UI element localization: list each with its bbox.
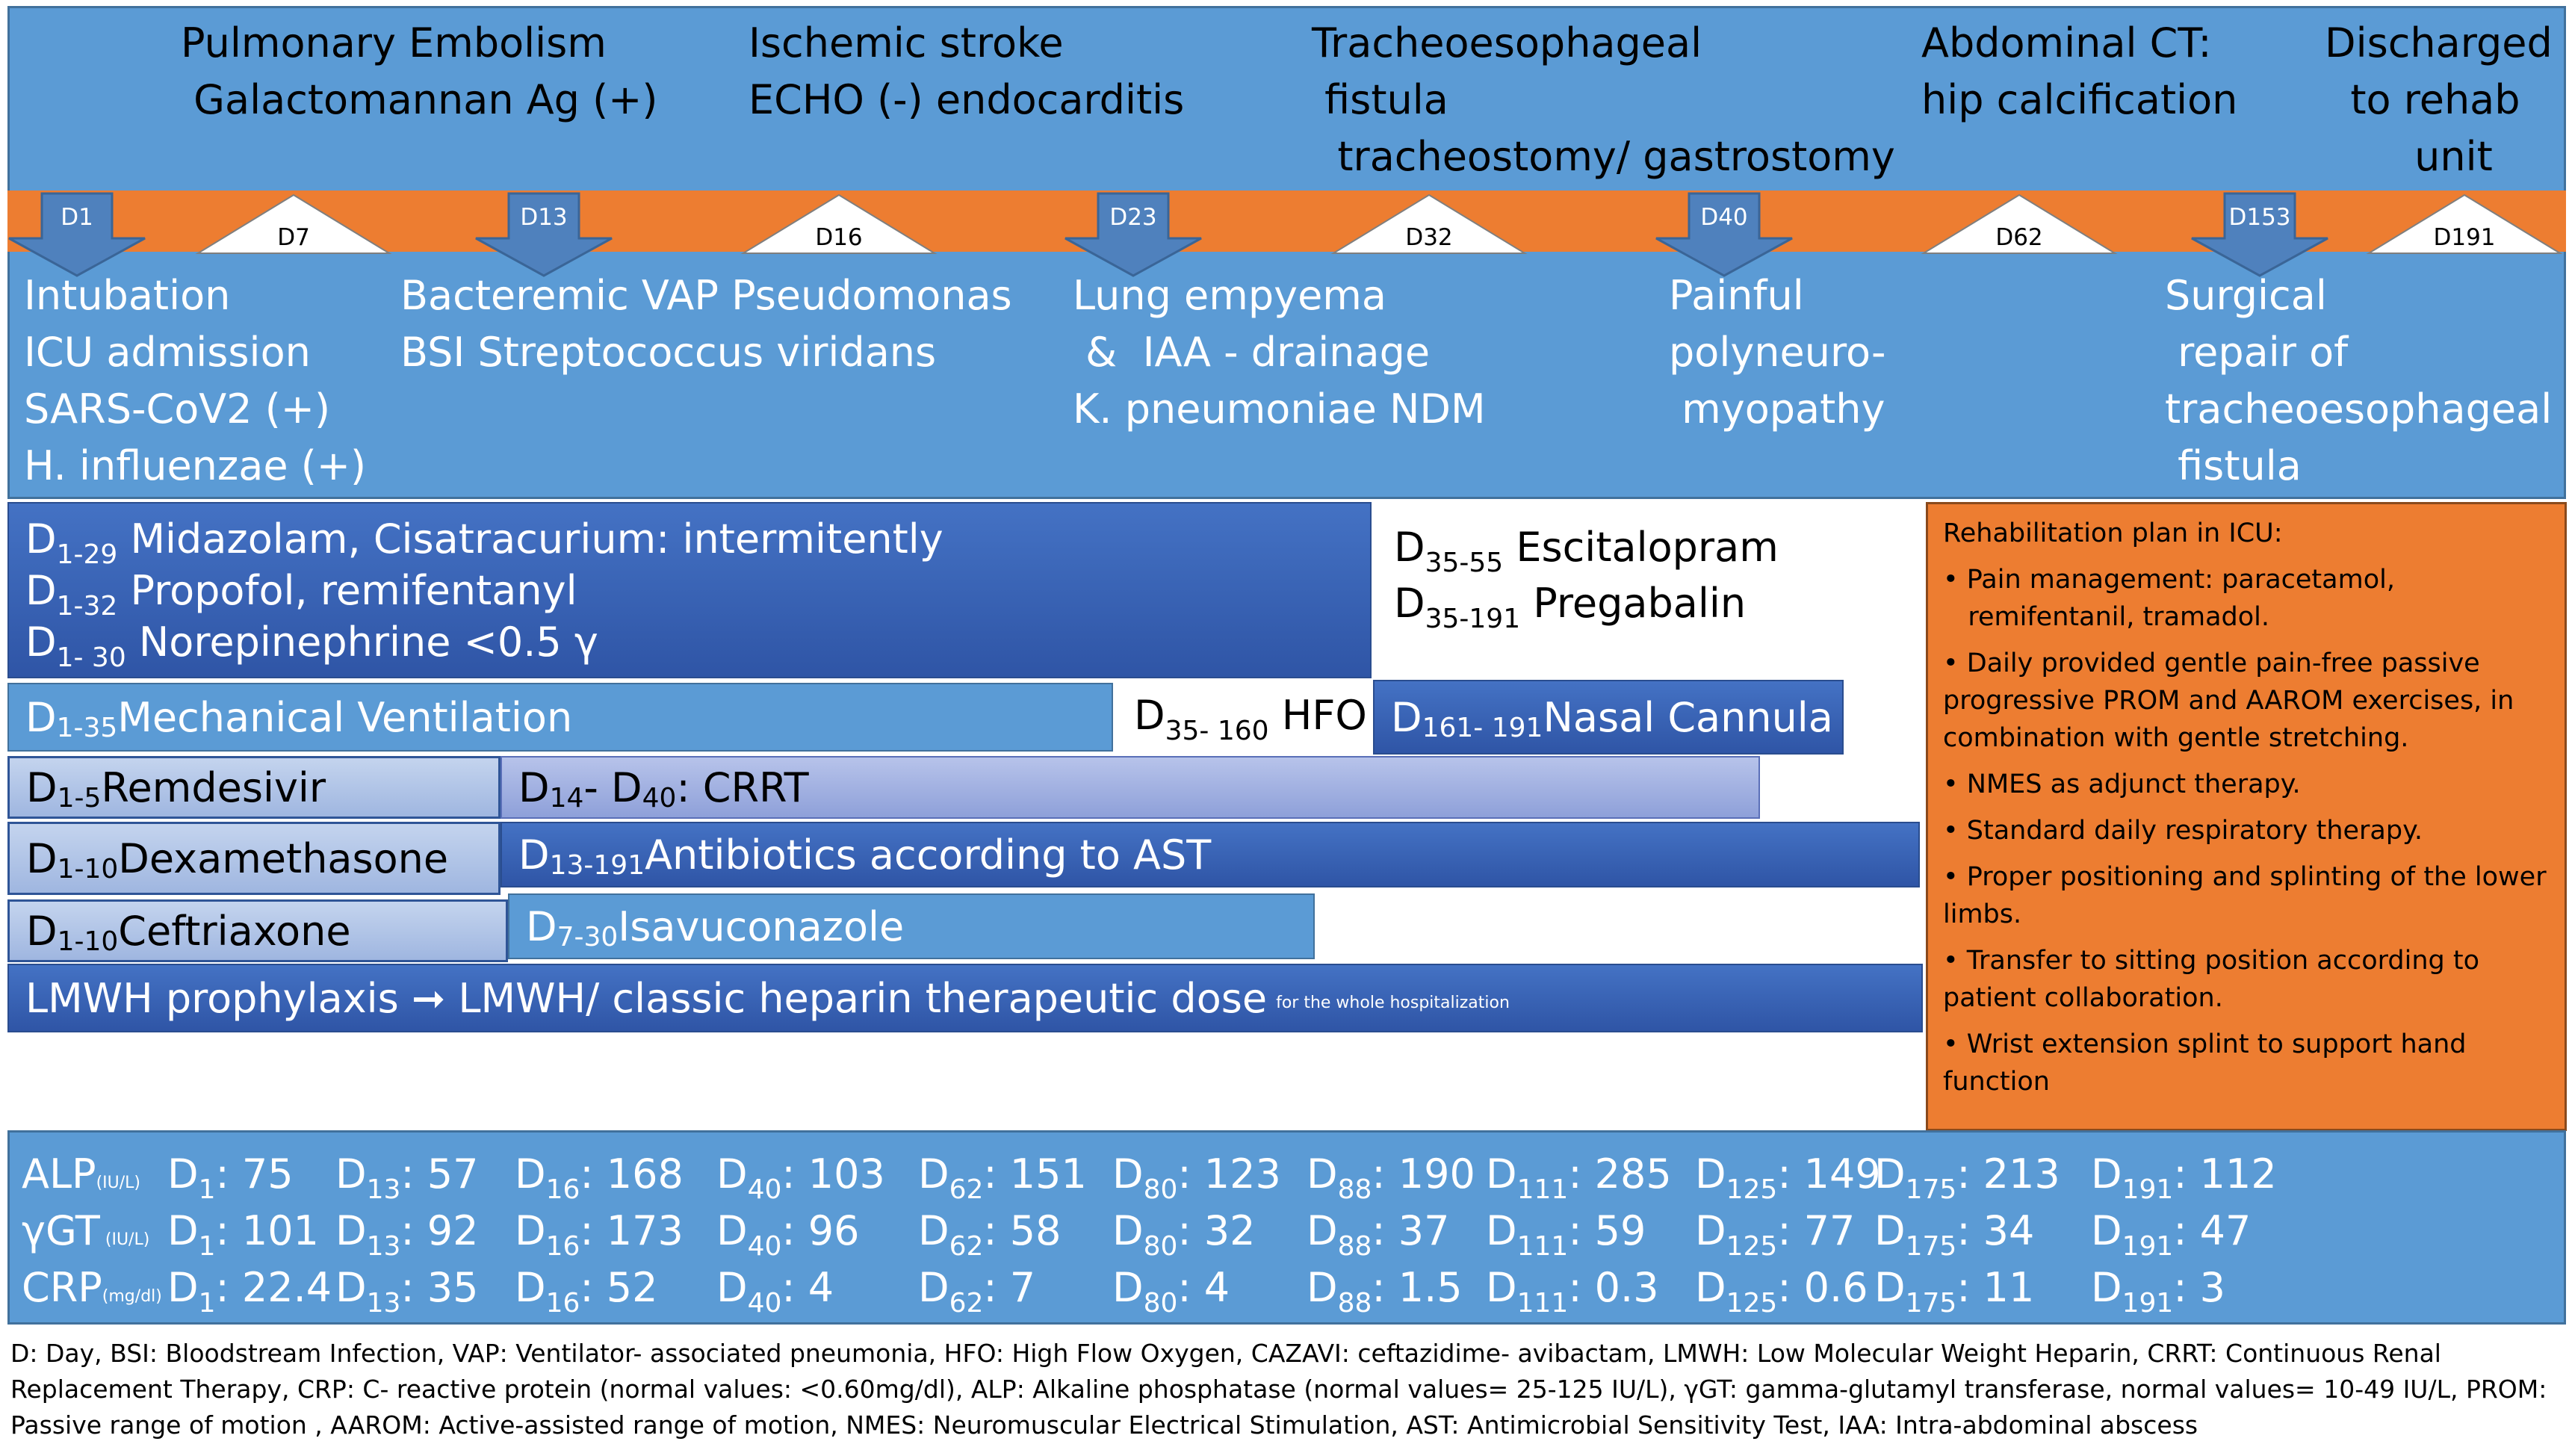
lab-value: D88: 1.5	[1307, 1264, 1463, 1319]
lab-value: D80: 4	[1112, 1264, 1230, 1319]
marker-d16: D16	[740, 193, 938, 255]
marker-d23: D23	[1062, 190, 1204, 279]
lab-value: D13: 57	[335, 1150, 479, 1205]
rehab-item-respiratory: • Standard daily respiratory therapy.	[1943, 816, 2423, 846]
timeline-axis	[7, 190, 2566, 252]
heparin-bar: LMWH prophylaxis ➞ LMWH/ classic heparin…	[7, 964, 1923, 1032]
event-tracheoesophageal-fistula: Tracheoesophageal fistula tracheostomy/ …	[1312, 19, 1895, 180]
lab-value: D1: 101	[167, 1207, 319, 1262]
lab-value: D16: 173	[515, 1207, 684, 1262]
lab-value: D13: 35	[335, 1264, 479, 1319]
midazolam-line: D1-29 Midazolam, Cisatracurium: intermit…	[25, 515, 943, 570]
marker-d1: D1	[6, 190, 148, 279]
lab-value: D175: 213	[1874, 1150, 2060, 1205]
marker-d62: D62	[1921, 193, 2118, 255]
lab-value: D125: 77	[1695, 1207, 1856, 1262]
marker-d153: D153	[2189, 190, 2331, 279]
event-ischemic-stroke: Ischemic stroke ECHO (-) endocarditis	[749, 19, 1185, 123]
lab-value: D40: 96	[716, 1207, 860, 1262]
event-bacteremic-vap: Bacteremic VAP Pseudomonas BSI Streptoco…	[400, 272, 1012, 376]
marker-d13: D13	[473, 190, 615, 279]
event-surgical-repair: Surgical repair of tracheoesophageal fis…	[2165, 272, 2553, 489]
lab-value: D16: 52	[515, 1264, 658, 1319]
mechanical-ventilation-bar: D 1-35 Mechanical Ventilation	[7, 683, 1113, 752]
event-discharged: Discharged to rehab unit	[2325, 19, 2553, 180]
lab-value: D1: 75	[167, 1150, 294, 1205]
abbreviations-footnote: D: Day, BSI: Bloodstream Infection, VAP:…	[10, 1339, 2547, 1440]
lab-value: D125: 149	[1695, 1150, 1881, 1205]
lab-value: D191: 112	[2091, 1150, 2277, 1205]
lab-value: D1: 22.4	[167, 1264, 332, 1319]
lab-value: D62: 7	[918, 1264, 1036, 1319]
marker-d191: D191	[2366, 193, 2563, 255]
lab-value: D111: 0.3	[1486, 1264, 1659, 1319]
rehab-plan-title: Rehabilitation plan in ICU:	[1943, 518, 2283, 548]
event-pulmonary-embolism: Pulmonary Embolism Galactomannan Ag (+)	[181, 19, 658, 123]
sedation-bar: D1-29 Midazolam, Cisatracurium: intermit…	[7, 502, 1372, 678]
rehab-item-sitting: • Transfer to sitting position according…	[1943, 946, 2480, 1013]
rehab-item-prom: • Daily provided gentle pain-free passiv…	[1943, 648, 2514, 753]
timeline-band	[7, 6, 2566, 499]
marker-d40: D40	[1653, 190, 1795, 279]
event-lung-empyema: Lung empyema & IAA - drainage K. pneumon…	[1073, 272, 1486, 433]
lab-value: D88: 190	[1307, 1150, 1475, 1205]
rehab-plan-list: • Pain management: paracetamol, remifent…	[1943, 561, 2550, 1100]
lab-value: D80: 123	[1112, 1150, 1281, 1205]
event-intubation: Intubation ICU admission SARS-CoV2 (+) H…	[24, 272, 367, 489]
lab-value: D62: 58	[918, 1207, 1062, 1262]
rehab-item-nmes: • NMES as adjunct therapy.	[1943, 769, 2301, 799]
lab-value: D111: 59	[1486, 1207, 1646, 1262]
pregabalin-label: D35-191 Pregabalin	[1394, 580, 1747, 634]
rehab-item-pain: • Pain management: paracetamol, remifent…	[1943, 565, 2395, 632]
lab-value: D88: 37	[1307, 1207, 1450, 1262]
marker-d32: D32	[1330, 193, 1528, 255]
lab-value: D191: 3	[2091, 1264, 2226, 1319]
rehab-item-splint: • Wrist extension splint to support hand…	[1943, 1029, 2467, 1097]
lab-value: D40: 4	[716, 1264, 834, 1319]
isavuconazole-bar: D 7-30 Isavuconazole	[508, 893, 1315, 959]
norepinephrine-line: D1- 30 Norepinephrine <0.5 γ	[25, 618, 598, 673]
event-abdominal-ct: Abdominal CT: hip calcification	[1921, 19, 2238, 123]
rehab-plan-box: Rehabilitation plan in ICU: • Pain manag…	[1926, 502, 2567, 1131]
lab-value: D175: 34	[1874, 1207, 2035, 1262]
lab-value: D125: 0.6	[1695, 1264, 1868, 1319]
lab-value: D175: 11	[1874, 1264, 2035, 1319]
lab-value: D13: 92	[335, 1207, 479, 1262]
escitalopram-label: D35-55 Escitalopram	[1394, 524, 1779, 578]
lab-value: D16: 168	[515, 1150, 684, 1205]
lab-value: D40: 103	[716, 1150, 885, 1205]
event-polyneuromyopathy: Painful polyneuro- myopathy	[1669, 272, 1886, 433]
lab-value: D62: 151	[918, 1150, 1087, 1205]
propofol-line: D1-32 Propofol, remifentanyl	[25, 566, 577, 622]
lab-value: D191: 47	[2091, 1207, 2252, 1262]
marker-d7: D7	[195, 193, 392, 255]
rehab-item-positioning: • Proper positioning and splinting of th…	[1943, 862, 2547, 929]
lab-value: D111: 285	[1486, 1150, 1672, 1205]
hfo-label: D35- 160 HFO	[1134, 692, 1367, 746]
lab-value: D80: 32	[1112, 1207, 1256, 1262]
